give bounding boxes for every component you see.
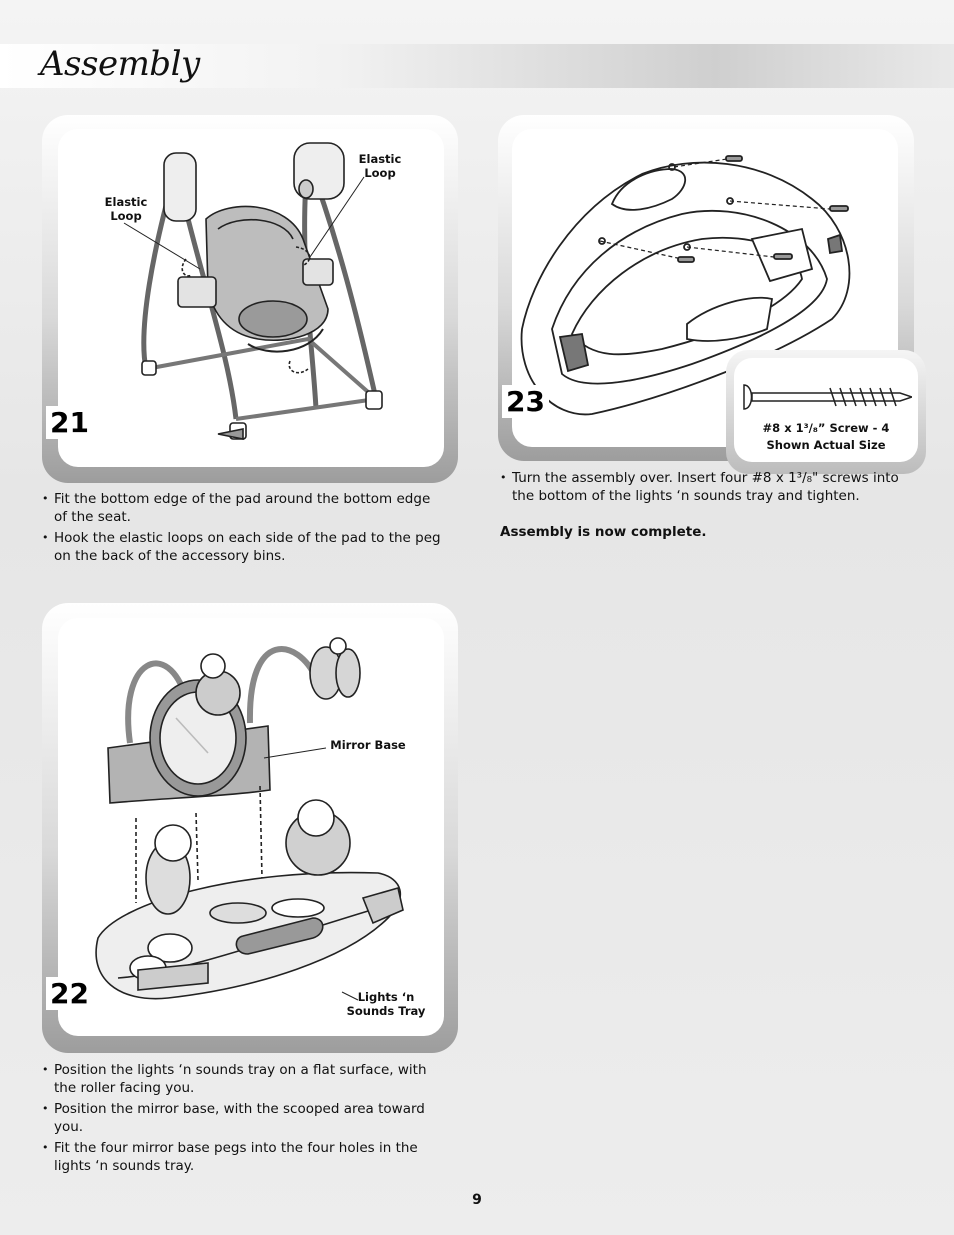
- callout-line: Elastic: [104, 195, 148, 209]
- screw-icon: [743, 384, 912, 410]
- callout-mirror-base: Mirror Base: [330, 738, 406, 752]
- callout-line: Loop: [110, 209, 142, 223]
- callout-lights-n-sounds-tray: Lights ‘n Sounds Tray: [344, 990, 428, 1018]
- screw-size-label: #8 x 1³/₈” Screw - 4: [762, 421, 890, 435]
- instruction-item: Position the mirror base, with the scoop…: [42, 1100, 452, 1136]
- page-number: 9: [472, 1192, 482, 1208]
- step-number-21: 21: [46, 406, 93, 439]
- screw-shown-actual-size: Shown Actual Size: [766, 438, 886, 452]
- instruction-item: Fit the four mirror base pegs into the f…: [42, 1139, 452, 1175]
- callout-line: Elastic: [358, 152, 402, 166]
- header-band: [0, 44, 954, 88]
- page-title: Assembly: [40, 44, 200, 84]
- step-23-instructions: Turn the assembly over. Insert four #8 x…: [500, 469, 910, 508]
- instruction-item: Position the lights ‘n sounds tray on a …: [42, 1061, 452, 1097]
- step-number-22: 22: [46, 977, 93, 1010]
- instruction-item: Turn the assembly over. Insert four #8 x…: [500, 469, 910, 505]
- callout-elastic-loop-left: Elastic Loop: [96, 195, 156, 223]
- instruction-item: Fit the bottom edge of the pad around th…: [42, 490, 442, 526]
- swing-illustration: [123, 142, 383, 440]
- screw-actual-size-box: #8 x 1³/₈” Screw - 4 Shown Actual Size: [726, 350, 926, 474]
- mirror-and-tray-illustration: [95, 637, 404, 1001]
- callout-line: Loop: [364, 166, 396, 180]
- instruction-item: Hook the elastic loops on each side of t…: [42, 529, 442, 565]
- callout-line: Lights ‘n: [357, 990, 415, 1004]
- assembly-complete-note: Assembly is now complete.: [500, 524, 707, 540]
- callout-line: Sounds Tray: [346, 1004, 426, 1018]
- screw-actual-size-inner: #8 x 1³/₈” Screw - 4 Shown Actual Size: [734, 358, 918, 462]
- step-number-23: 23: [502, 385, 549, 418]
- step-22-instructions: Position the lights ‘n sounds tray on a …: [42, 1061, 452, 1178]
- callout-elastic-loop-right: Elastic Loop: [350, 152, 410, 180]
- step-21-instructions: Fit the bottom edge of the pad around th…: [42, 490, 442, 568]
